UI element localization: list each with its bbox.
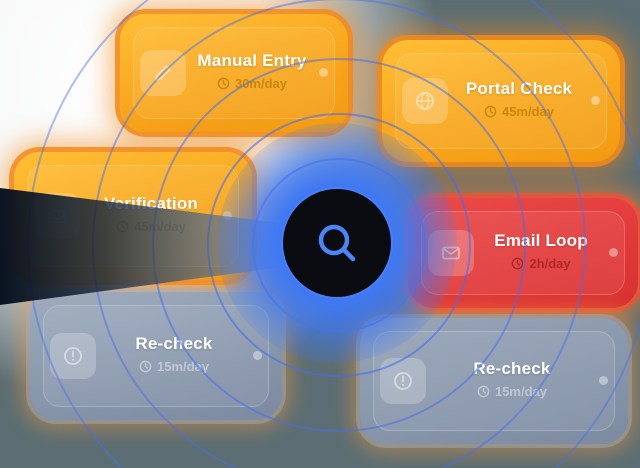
search-hub [283, 189, 391, 297]
card-portal-check: Portal Check 45m/day [382, 40, 620, 162]
inbox-icon [34, 193, 80, 239]
status-dot [591, 96, 600, 105]
clock-icon [139, 360, 152, 373]
card-time-value: 45m/day [501, 104, 555, 119]
status-dot [599, 376, 608, 385]
card-time: 2h/day [511, 256, 571, 271]
card-verification: Verification 45m/day [14, 152, 252, 280]
card-title: Email Loop [494, 231, 588, 250]
magnifier-icon [318, 224, 356, 262]
card-manual-entry: Manual Entry 30m/day [120, 14, 348, 132]
alert-circle-icon [50, 333, 96, 379]
pencil-icon [140, 50, 186, 96]
card-time: 15m/day [139, 359, 209, 374]
status-dot [253, 351, 262, 360]
card-time-value: 45m/day [133, 219, 187, 234]
card-recheck-right: Re-check 15m/day [360, 318, 628, 444]
card-time: 30m/day [217, 76, 287, 91]
card-time-value: 2h/day [529, 256, 571, 271]
card-time: 45m/day [116, 219, 186, 234]
card-recheck-left: Re-check 15m/day [30, 292, 282, 420]
clock-icon [217, 77, 230, 90]
clock-icon [484, 105, 497, 118]
card-title: Manual Entry [197, 51, 307, 70]
card-time-value: 15m/day [494, 384, 548, 399]
globe-icon [402, 78, 448, 124]
clock-icon [477, 385, 490, 398]
card-title: Re-check [135, 334, 213, 353]
card-email-loop: Email Loop 2h/day [408, 198, 638, 308]
card-time: 45m/day [484, 104, 554, 119]
alert-circle-icon [380, 358, 426, 404]
envelope-icon [428, 230, 474, 276]
card-time: 15m/day [477, 384, 547, 399]
card-title: Re-check [473, 359, 551, 378]
status-dot [319, 68, 328, 77]
card-time-value: 30m/day [234, 76, 288, 91]
status-dot [609, 248, 618, 257]
card-time-value: 15m/day [156, 359, 210, 374]
card-title: Portal Check [465, 79, 573, 98]
clock-icon [116, 220, 129, 233]
card-title: Verification [103, 194, 199, 213]
status-dot [223, 211, 232, 220]
clock-icon [512, 257, 524, 270]
